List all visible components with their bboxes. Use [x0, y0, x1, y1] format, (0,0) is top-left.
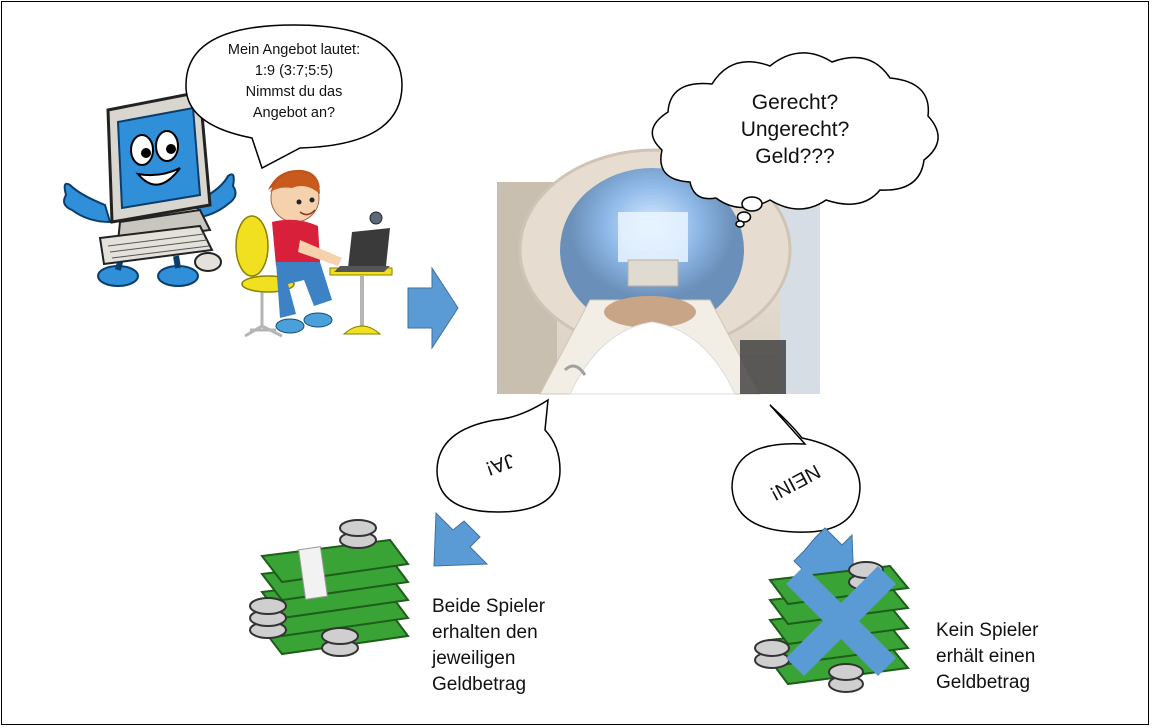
- thought-line-3: Geld???: [755, 145, 835, 168]
- thought-line-1: Gerecht?: [751, 91, 839, 114]
- outcome-yes-line-1: Beide Spieler: [432, 596, 546, 617]
- offer-speech-text: Mein Angebot lautet: 1:9 (3:7;5:5) Nimms…: [200, 40, 388, 124]
- outcome-yes-line-2: erhalten den: [432, 622, 538, 643]
- outcome-no-line-3: Geldbetrag: [936, 672, 1031, 693]
- offer-line-3: Nimmst du das: [245, 84, 343, 100]
- outcome-yes-line-4: Geldbetrag: [432, 674, 527, 695]
- outcome-no-line-2: erhält einen: [936, 646, 1036, 667]
- outcome-yes-caption: Beide Spieler erhalten den jeweiligen Ge…: [432, 594, 592, 698]
- computer-character-illustration: [63, 90, 237, 287]
- thought-line-2: Ungerecht?: [740, 118, 850, 141]
- no-speech-bubble: [731, 404, 861, 533]
- mri-scanner-photo: [497, 148, 820, 395]
- offer-speech-bubble: [185, 24, 403, 170]
- right-arrow-icon: [407, 266, 459, 350]
- down-left-arrow-icon: [433, 511, 489, 567]
- offer-line-1: Mein Angebot lautet:: [227, 42, 361, 58]
- outcome-no-caption: Kein Spieler erhält einen Geldbetrag: [936, 618, 1096, 696]
- thought-cloud: [651, 52, 939, 228]
- outcome-no-line-1: Kein Spieler: [936, 620, 1039, 641]
- money-stack-crossed-icon: [754, 561, 910, 693]
- offer-line-4: Angebot an?: [252, 105, 336, 121]
- cross-icon: [786, 566, 896, 676]
- thought-text: Gerecht? Ungerecht? Geld???: [720, 89, 870, 170]
- outcome-yes-line-3: jeweiligen: [432, 648, 516, 669]
- money-stack-icon: [249, 519, 410, 657]
- offer-line-2: 1:9 (3:7;5:5): [254, 63, 334, 79]
- boy-at-laptop-illustration: [235, 169, 393, 338]
- yes-speech-bubble: [436, 398, 561, 513]
